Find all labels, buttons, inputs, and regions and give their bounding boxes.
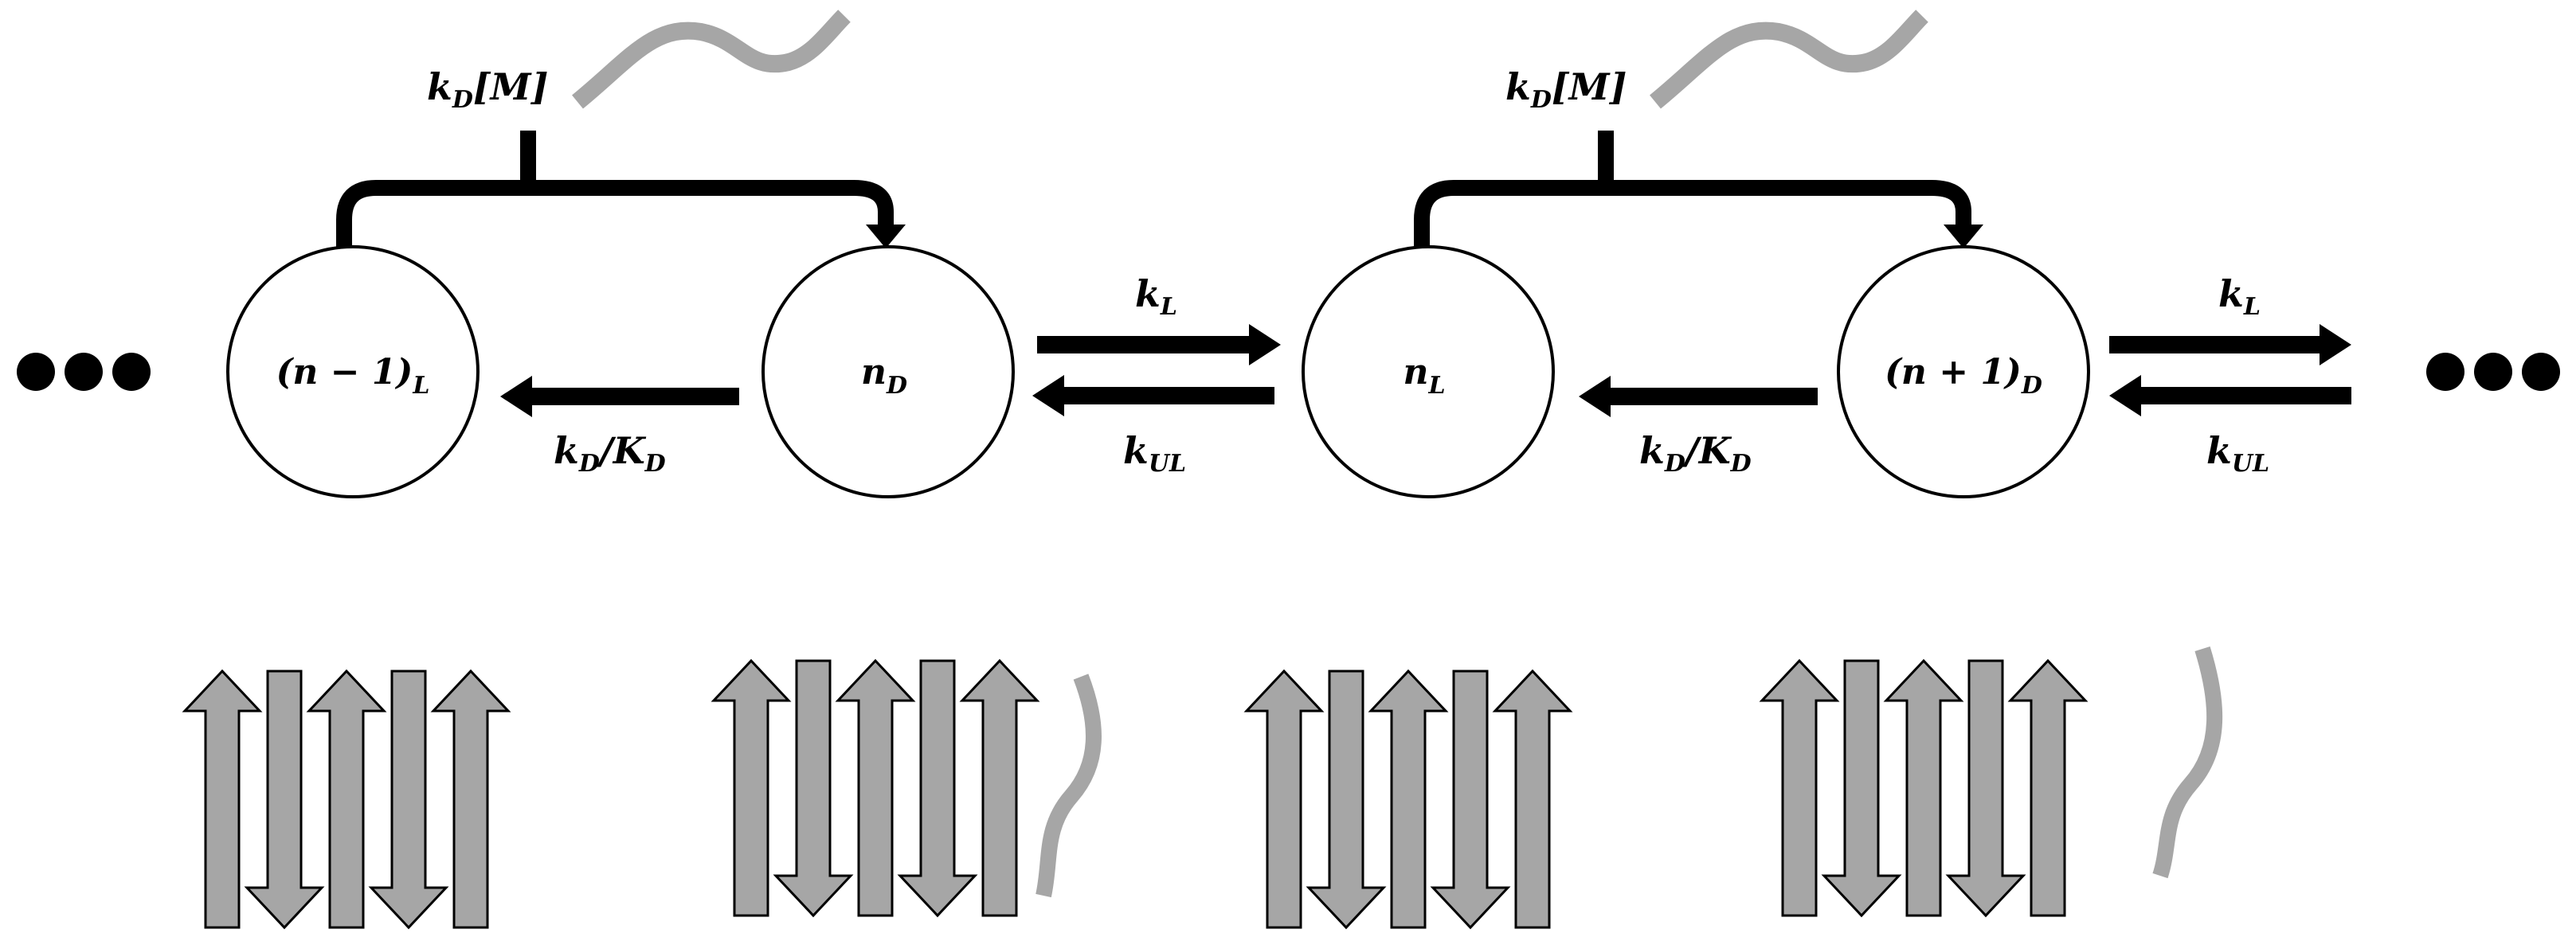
unstructured-peptide-icon: [572, 10, 851, 109]
beta-strand-down-icon: [1306, 670, 1387, 930]
unlocking-arrow-2: [1579, 376, 1818, 417]
beta-sheet-cartoons: [182, 658, 2089, 930]
beta-strand-up-icon: [711, 658, 792, 917]
locking-equilibrium-1: [1032, 324, 1281, 416]
beta-strand-up-icon: [959, 658, 1040, 917]
locking-equilibrium-2: [2109, 324, 2351, 416]
ellipsis-right-icon: [2426, 353, 2560, 391]
docked-peptide-icon: [1035, 674, 1102, 898]
state-label-n-D: nD: [861, 352, 907, 400]
rate-label-unlock-2: kD/KD: [1639, 429, 1752, 478]
rate-label-unlock-1: kD/KD: [554, 429, 666, 478]
beta-strand-up-icon: [835, 658, 916, 917]
rate-label-lock-fwd-1: kL: [1135, 272, 1177, 321]
beta-strand-up-icon: [1492, 669, 1573, 929]
state-label-n-L: nL: [1403, 352, 1445, 400]
docking-arrow-2: [1414, 131, 1983, 248]
beta-strand-down-icon: [897, 659, 978, 918]
ellipsis-left-icon: [17, 353, 151, 391]
state-circle-n-minus-1-L: [226, 245, 480, 498]
beta-strand-down-icon: [773, 659, 854, 918]
unstructured-peptide-icon: [1650, 10, 1928, 109]
docking-arrow-1: [336, 131, 906, 248]
unlocking-arrow-1: [500, 376, 739, 417]
beta-strand-up-icon: [1883, 658, 1964, 917]
beta-strand-up-icon: [1368, 669, 1449, 929]
beta-strand-down-icon: [1430, 670, 1511, 930]
rate-label-lock-rev-2: kUL: [2206, 429, 2269, 478]
beta-strand-up-icon: [306, 669, 387, 929]
beta-strand-up-icon: [1759, 658, 1840, 917]
beta-strand-up-icon: [1243, 669, 1325, 929]
rate-label-lock-fwd-2: kL: [2218, 272, 2261, 321]
state-label-n-plus-1-D: (n + 1)D: [1885, 352, 2042, 400]
beta-strand-down-icon: [1821, 659, 1902, 918]
rate-label-lock-rev-1: kUL: [1123, 429, 1186, 478]
beta-strand-up-icon: [182, 669, 263, 929]
beta-strand-up-icon: [2007, 658, 2089, 917]
beta-strand-up-icon: [430, 669, 511, 929]
beta-strand-down-icon: [244, 670, 325, 930]
rate-label-docking-2: kD[M]: [1505, 65, 1627, 114]
rate-label-docking-1: kD[M]: [427, 65, 548, 114]
beta-strand-down-icon: [1945, 659, 2026, 918]
state-label-n-minus-1-L: (n − 1)L: [276, 352, 430, 400]
beta-strand-down-icon: [368, 670, 449, 930]
docked-peptide-icon: [2152, 646, 2223, 879]
state-circle-n-D: [761, 245, 1015, 498]
